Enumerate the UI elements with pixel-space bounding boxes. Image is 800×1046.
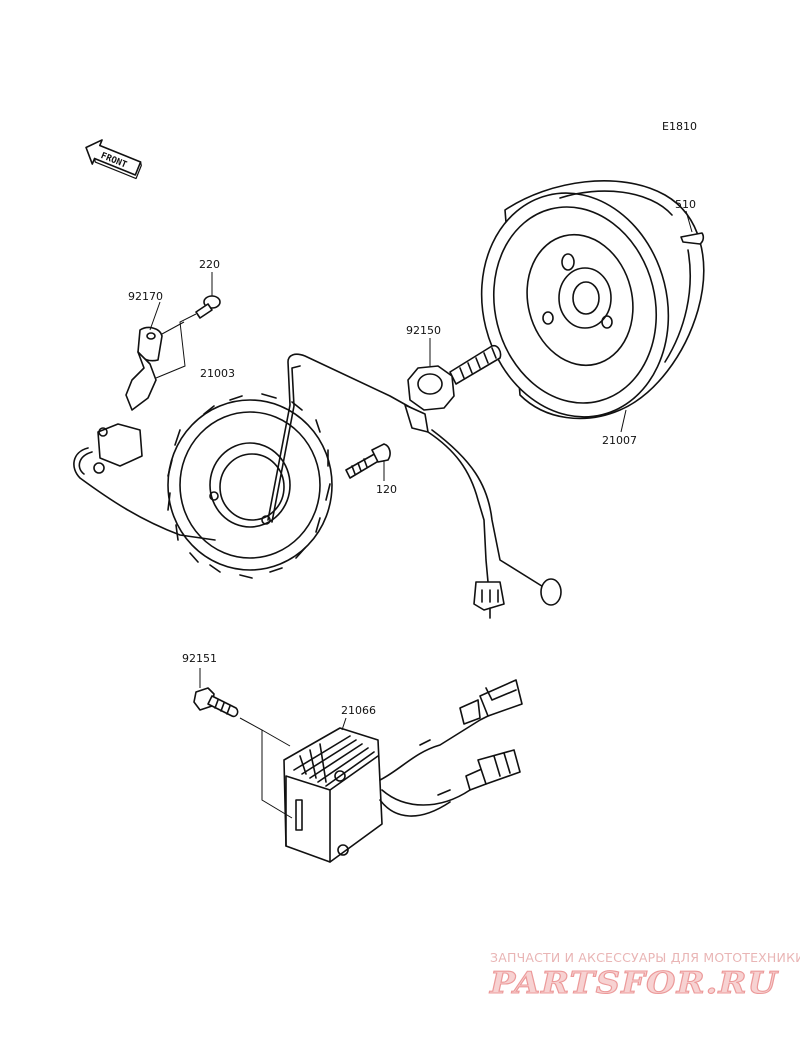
part-label-92150: 92150 bbox=[406, 324, 441, 337]
part-label-21003: 21003 bbox=[200, 367, 235, 380]
part-label-21007: 21007 bbox=[602, 434, 637, 447]
wire-clamp bbox=[125, 326, 163, 411]
regulator-rectifier bbox=[283, 727, 383, 863]
regulator-bolt bbox=[193, 687, 239, 718]
pickup-coil bbox=[73, 423, 216, 541]
rotor-flywheel bbox=[480, 180, 705, 420]
part-label-120: 120 bbox=[376, 483, 397, 496]
part-label-92170: 92170 bbox=[128, 290, 163, 303]
regulator-harness bbox=[379, 679, 523, 817]
leader-lines bbox=[149, 210, 693, 819]
stator-harness bbox=[267, 353, 562, 619]
part-label-21066: 21066 bbox=[341, 704, 376, 717]
diagram-code: E1810 bbox=[662, 120, 697, 133]
stator bbox=[167, 393, 333, 579]
watermark-caption: ЗАПЧАСТИ И АКСЕССУАРЫ ДЛЯ МОТОТЕХНИКИ bbox=[490, 950, 800, 965]
stator-bolt bbox=[345, 443, 391, 479]
screw-220 bbox=[195, 295, 221, 319]
part-label-92151: 92151 bbox=[182, 652, 217, 665]
part-label-220: 220 bbox=[199, 258, 220, 271]
front-direction-arrow-icon: FRONT bbox=[85, 139, 142, 180]
part-label-510: 510 bbox=[675, 198, 696, 211]
rotor-bolt bbox=[407, 344, 502, 411]
woodruff-key bbox=[680, 232, 705, 245]
watermark-logo: PARTSFOR.RU bbox=[489, 966, 779, 1001]
